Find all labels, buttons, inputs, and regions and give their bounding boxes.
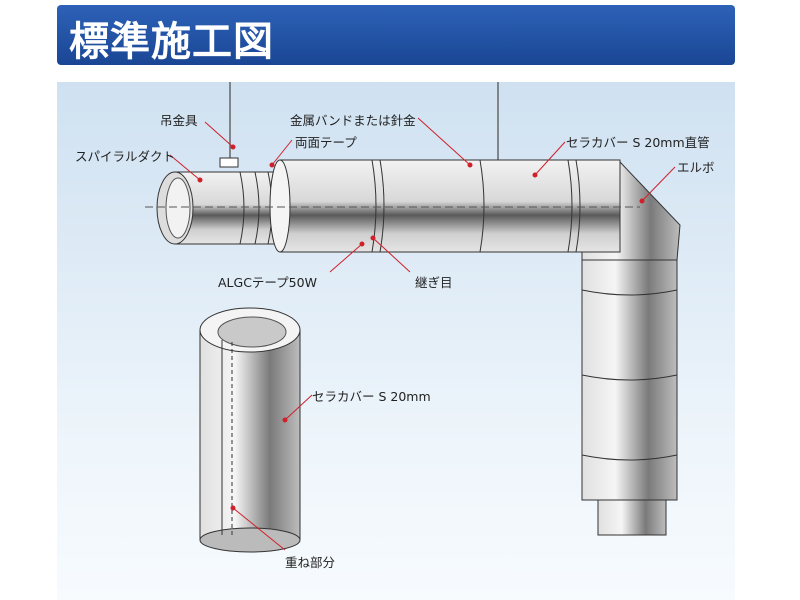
label-cover: セラカバー S 20mm <box>312 389 431 404</box>
leader-lines <box>169 117 676 551</box>
page-title: 標準施工図 <box>69 19 274 65</box>
spiral-duct <box>156 171 281 245</box>
label-band: 金属バンドまたは針金 <box>290 113 416 128</box>
title-bar: 標準施工図 <box>57 5 735 65</box>
cover-cylinder <box>199 307 301 553</box>
label-overlap: 重ね部分 <box>285 555 336 570</box>
straight-pipe <box>269 159 621 253</box>
label-straight-pipe: セラカバー S 20mm直管 <box>566 135 710 150</box>
label-hanger: 吊金具 <box>160 113 198 128</box>
label-elbow: エルボ <box>677 160 715 175</box>
label-double-tape: 両面テープ <box>295 135 357 150</box>
vertical-pipe <box>581 249 678 536</box>
label-algc-tape: ALGCテープ50W <box>218 275 317 290</box>
label-seam: 継ぎ目 <box>415 275 453 290</box>
hanger-bracket <box>219 157 239 168</box>
label-spiral-duct: スパイラルダクト <box>75 149 176 164</box>
